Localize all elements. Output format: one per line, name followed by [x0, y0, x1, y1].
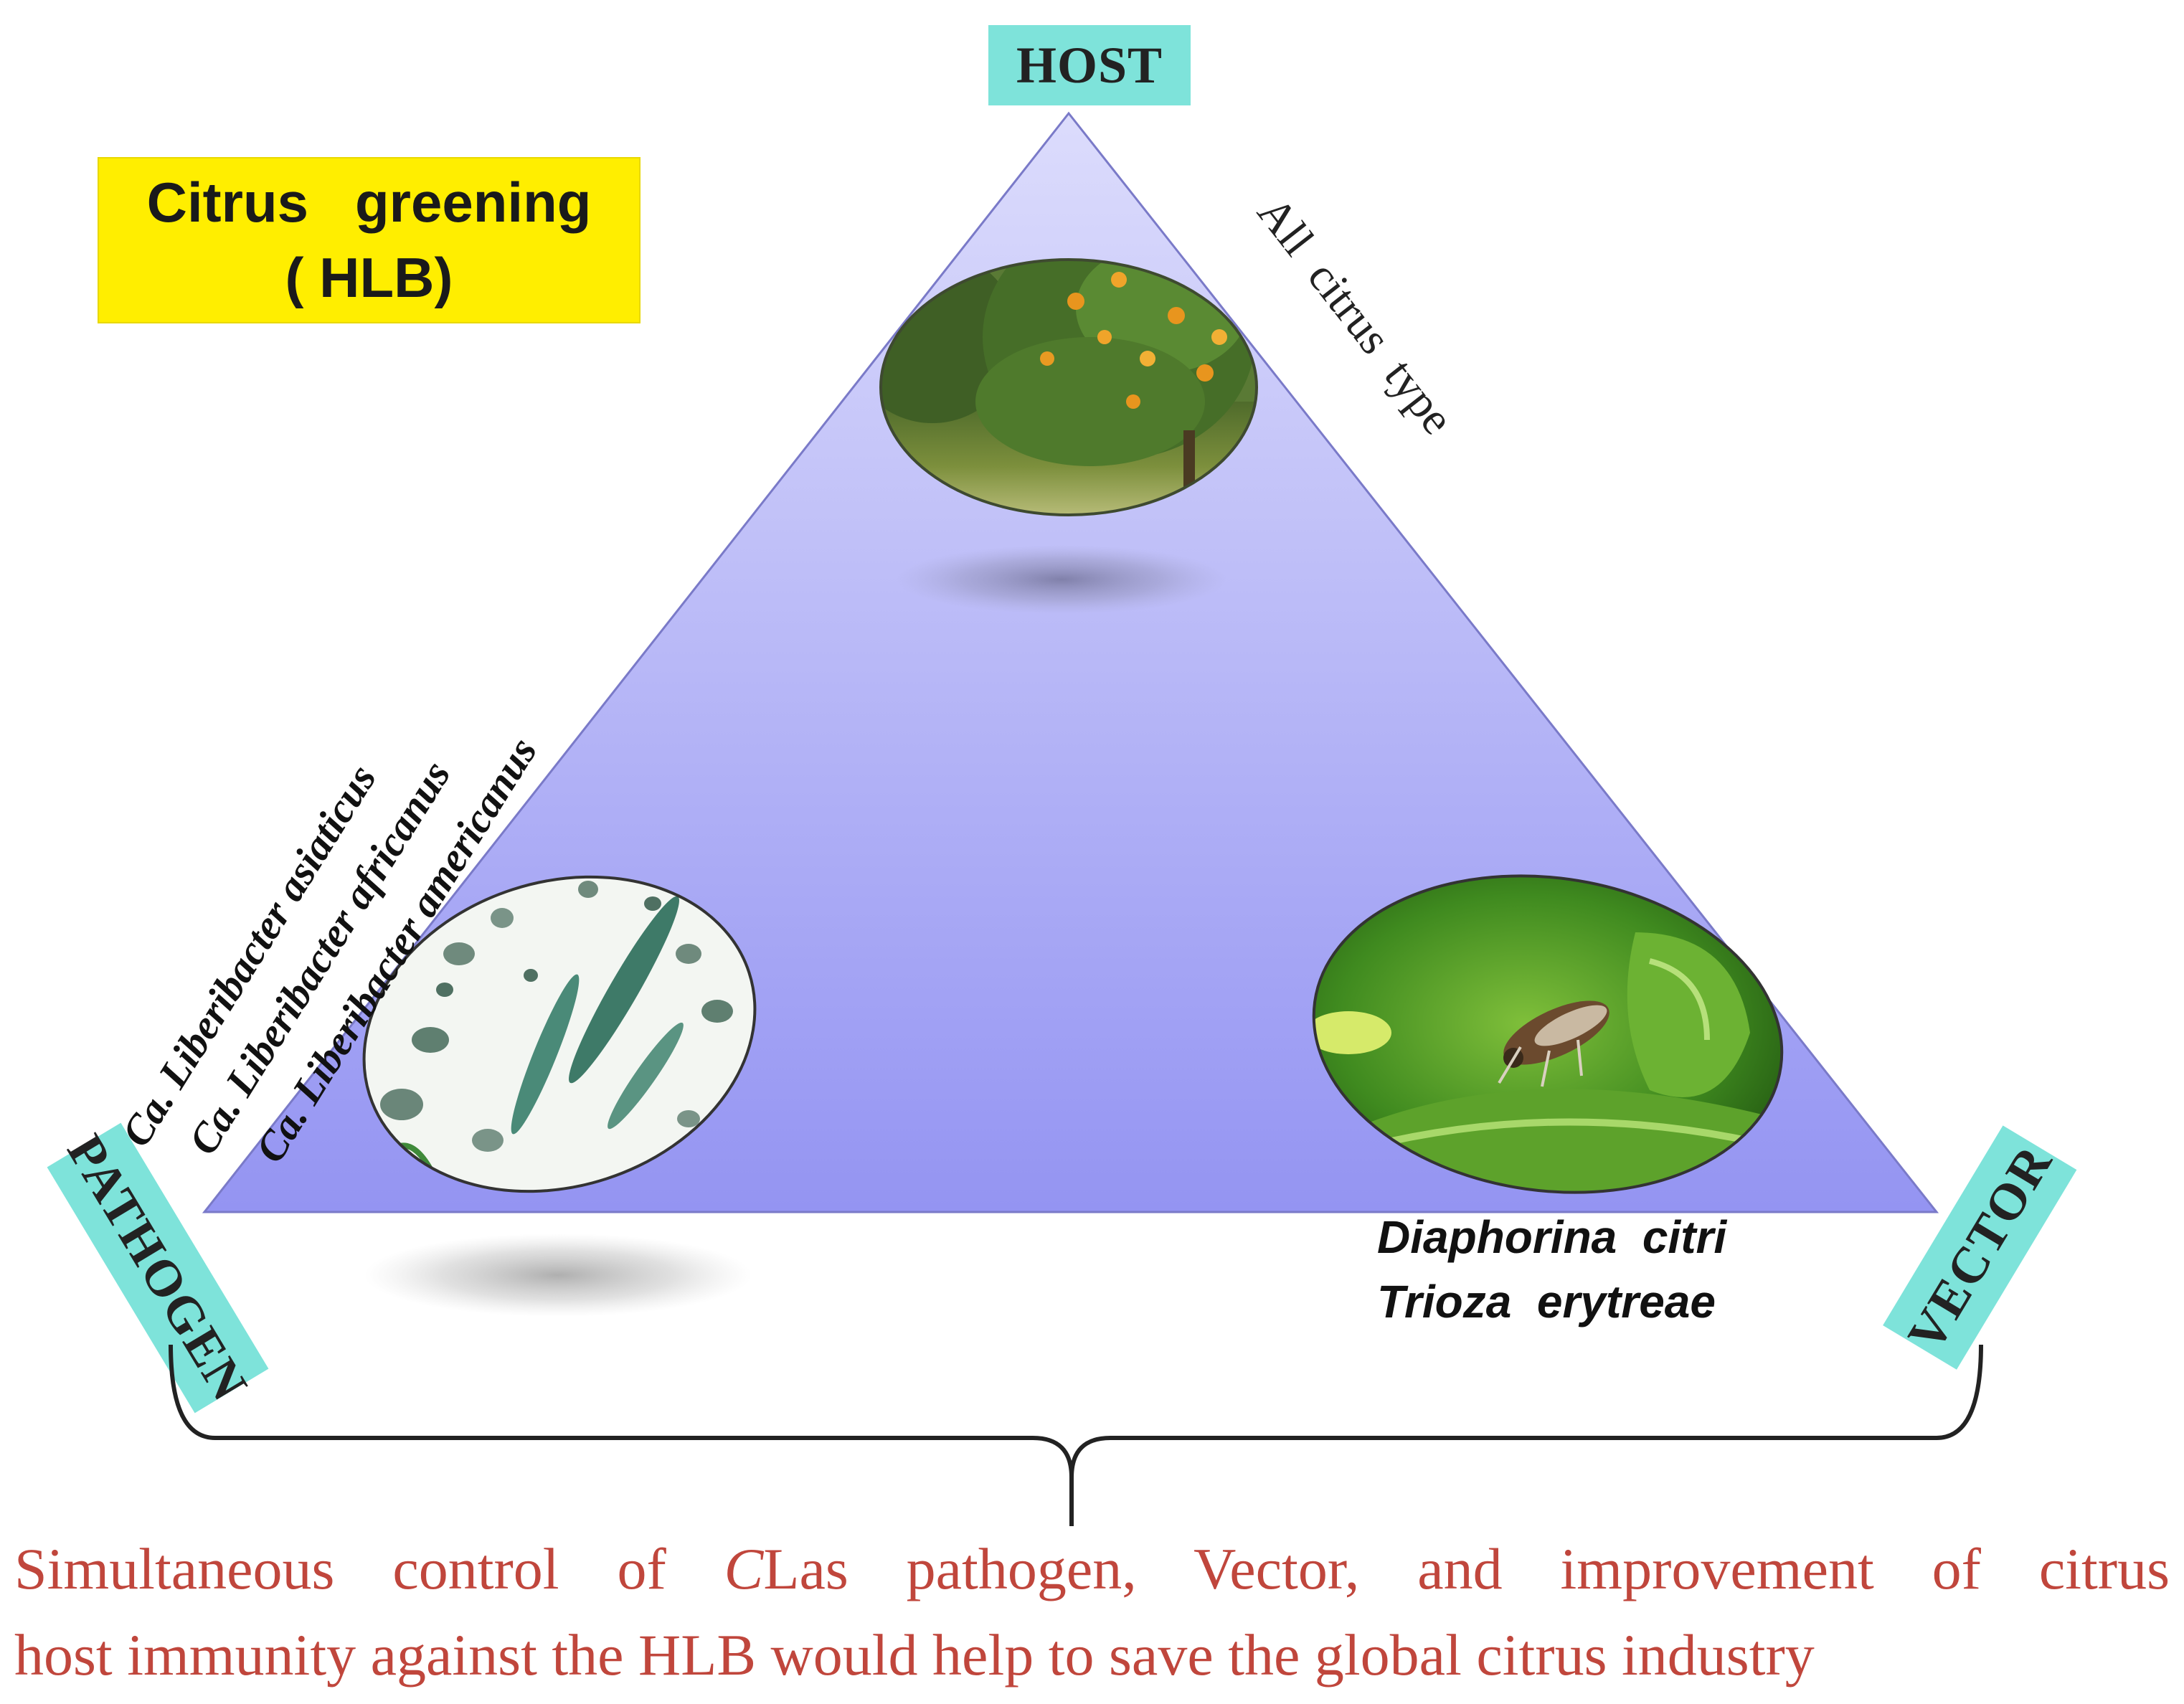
title-line2: ( HLB): [285, 246, 453, 309]
conclusion-line1-start: Simultaneous control of: [14, 1536, 724, 1601]
vector-species: Trioza erytreae: [1377, 1276, 1716, 1327]
vector-image-frame: [1312, 874, 1784, 1194]
conclusion-line1: Simultaneous control of CLas pathogen, V…: [14, 1526, 2170, 1612]
pathogen-image-frame: [362, 875, 757, 1193]
curly-brace: [169, 1344, 1983, 1526]
host-label: HOST: [1016, 36, 1163, 94]
title-line1: Citrus greening: [146, 170, 592, 234]
psyllid-insect-photo: [1305, 875, 1793, 1205]
host-image-shadow: [897, 545, 1226, 614]
title-box-bg: [98, 157, 640, 323]
conclusion-line1-end: Las pathogen, Vector, and improvement of…: [763, 1536, 2170, 1601]
vector-species: Diaphorina citri: [1377, 1211, 1727, 1263]
vector-label-bg: [1883, 1125, 2077, 1370]
psyllid-insect: [1498, 1000, 1609, 1087]
pathogen-label-bg: [47, 1122, 269, 1414]
pathogen-image-shadow: [364, 1234, 752, 1317]
title-box: Citrus greening ( HLB): [98, 158, 640, 323]
vector-species-list: Diaphorina citri Trioza erytreae: [1377, 1205, 1779, 1334]
host-image-frame: [879, 258, 1258, 516]
conclusion-line2: host immunity against the HLB would help…: [14, 1622, 1815, 1688]
conclusion-line1-italic: C: [724, 1536, 764, 1601]
host-label-bg: [988, 25, 1191, 105]
conclusion-text: Simultaneous control of CLas pathogen, V…: [14, 1526, 2170, 1698]
